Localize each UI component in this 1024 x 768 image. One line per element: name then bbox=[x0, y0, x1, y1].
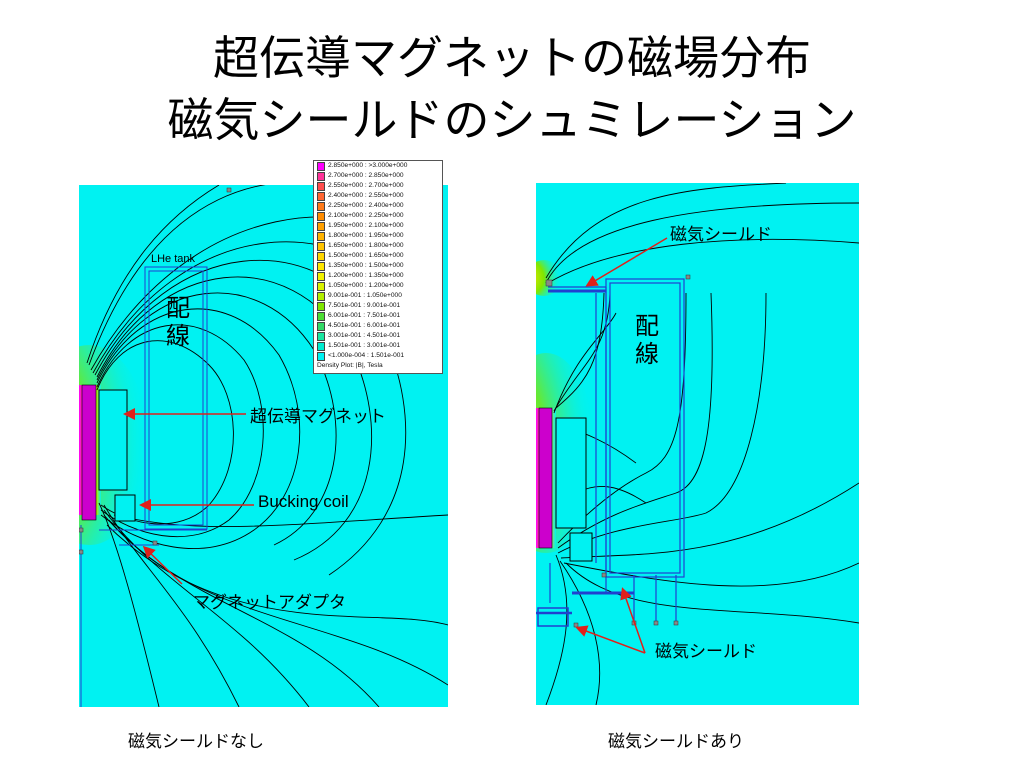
legend-swatch bbox=[317, 251, 325, 261]
legend-entry: 2.850e+000 : >3.000e+000 bbox=[314, 161, 442, 171]
legend-label: <1.000e-004 : 1.501e-001 bbox=[328, 352, 405, 359]
legend-label: 2.550e+000 : 2.700e+000 bbox=[328, 182, 404, 189]
caption-with-shield: 磁気シールドあり bbox=[608, 732, 744, 752]
annotation-magnet-adapter: マグネットアダプタ bbox=[193, 593, 346, 613]
legend-label: 2.850e+000 : >3.000e+000 bbox=[328, 162, 408, 169]
slide-title-line2: 磁気シールドのシュミレーション bbox=[167, 93, 857, 147]
legend-entry: <1.000e-004 : 1.501e-001 bbox=[314, 351, 442, 361]
legend-label: 2.250e+000 : 2.400e+000 bbox=[328, 202, 404, 209]
wiring-label-right: 配線 bbox=[635, 312, 659, 368]
legend-label: 1.050e+000 : 1.200e+000 bbox=[328, 282, 404, 289]
legend-label: 3.001e-001 : 4.501e-001 bbox=[328, 332, 401, 339]
caption-no-shield: 磁気シールドなし bbox=[128, 732, 264, 752]
wiring-label-left: 配線 bbox=[166, 294, 190, 350]
annotation-bucking-coil: Bucking coil bbox=[258, 492, 349, 511]
legend-swatch bbox=[317, 211, 325, 221]
color-legend: 2.850e+000 : >3.000e+000 2.700e+000 : 2.8… bbox=[313, 160, 443, 374]
legend-entry: 1.950e+000 : 2.100e+000 bbox=[314, 221, 442, 231]
legend-swatch bbox=[317, 311, 325, 321]
legend-entry: 7.501e-001 : 9.001e-001 bbox=[314, 301, 442, 311]
legend-entry: 1.050e+000 : 1.200e+000 bbox=[314, 281, 442, 291]
legend-label: 1.800e+000 : 1.950e+000 bbox=[328, 232, 404, 239]
legend-swatch bbox=[317, 231, 325, 241]
annotation-magnet: 超伝導マグネット bbox=[250, 407, 386, 427]
legend-swatch bbox=[317, 221, 325, 231]
legend-swatch bbox=[317, 241, 325, 251]
legend-swatch bbox=[317, 201, 325, 211]
legend-swatch bbox=[317, 271, 325, 281]
legend-label: 2.400e+000 : 2.550e+000 bbox=[328, 192, 404, 199]
legend-swatch bbox=[317, 171, 325, 181]
field-lines-no-shield bbox=[79, 185, 448, 707]
legend-entry: 6.001e-001 : 7.501e-001 bbox=[314, 311, 442, 321]
legend-entry: 1.501e-001 : 3.001e-001 bbox=[314, 341, 442, 351]
legend-entry: 1.200e+000 : 1.350e+000 bbox=[314, 271, 442, 281]
legend-label: 1.350e+000 : 1.500e+000 bbox=[328, 262, 404, 269]
legend-swatch bbox=[317, 281, 325, 291]
field-lines-with-shield bbox=[536, 183, 859, 705]
legend-entry: 4.501e-001 : 6.001e-001 bbox=[314, 321, 442, 331]
legend-label: 1.500e+000 : 1.650e+000 bbox=[328, 252, 404, 259]
legend-entry: 1.500e+000 : 1.650e+000 bbox=[314, 251, 442, 261]
annotation-shield-top: 磁気シールド bbox=[670, 225, 772, 245]
arrow-shield-bottom-a bbox=[620, 587, 646, 654]
legend-entry: 1.650e+000 : 1.800e+000 bbox=[314, 241, 442, 251]
legend-entry: 2.550e+000 : 2.700e+000 bbox=[314, 181, 442, 191]
legend-footer: Density Plot: |B|, Tesla bbox=[317, 362, 383, 369]
legend-label: 1.200e+000 : 1.350e+000 bbox=[328, 272, 404, 279]
legend-label: 1.650e+000 : 1.800e+000 bbox=[328, 242, 404, 249]
legend-label: 4.501e-001 : 6.001e-001 bbox=[328, 322, 401, 329]
legend-entry: 1.800e+000 : 1.950e+000 bbox=[314, 231, 442, 241]
arrow-shield-top bbox=[585, 237, 668, 287]
legend-swatch bbox=[317, 331, 325, 341]
legend-entry: 9.001e-001 : 1.050e+000 bbox=[314, 291, 442, 301]
legend-swatch bbox=[317, 351, 325, 361]
legend-entry: 2.400e+000 : 2.550e+000 bbox=[314, 191, 442, 201]
slide-title-line1: 超伝導マグネットの磁場分布 bbox=[213, 31, 811, 85]
legend-label: 2.700e+000 : 2.850e+000 bbox=[328, 172, 404, 179]
legend-entry: 2.100e+000 : 2.250e+000 bbox=[314, 211, 442, 221]
legend-entry: 1.350e+000 : 1.500e+000 bbox=[314, 261, 442, 271]
legend-swatch bbox=[317, 261, 325, 271]
arrow-magnet-adapter bbox=[142, 545, 183, 585]
legend-entry: 3.001e-001 : 4.501e-001 bbox=[314, 331, 442, 341]
legend-entry: 2.250e+000 : 2.400e+000 bbox=[314, 201, 442, 211]
legend-swatch bbox=[317, 341, 325, 351]
field-plot-with-shield bbox=[536, 183, 859, 705]
legend-label: 2.100e+000 : 2.250e+000 bbox=[328, 212, 404, 219]
legend-swatch bbox=[317, 321, 325, 331]
annotation-shield-bottom: 磁気シールド bbox=[655, 642, 757, 662]
legend-swatch bbox=[317, 181, 325, 191]
legend-entry: 2.700e+000 : 2.850e+000 bbox=[314, 171, 442, 181]
legend-swatch bbox=[317, 161, 325, 171]
legend-label: 7.501e-001 : 9.001e-001 bbox=[328, 302, 401, 309]
legend-label: 9.001e-001 : 1.050e+000 bbox=[328, 292, 402, 299]
legend-label: 1.950e+000 : 2.100e+000 bbox=[328, 222, 404, 229]
legend-swatch bbox=[317, 191, 325, 201]
legend-label: 1.501e-001 : 3.001e-001 bbox=[328, 342, 401, 349]
lhe-tank-label: LHe tank bbox=[151, 253, 196, 265]
arrow-shield-bottom-b bbox=[575, 625, 646, 654]
legend-swatch bbox=[317, 291, 325, 301]
legend-swatch bbox=[317, 301, 325, 311]
field-plot-no-shield: LHe tank bbox=[79, 185, 448, 707]
legend-label: 6.001e-001 : 7.501e-001 bbox=[328, 312, 401, 319]
